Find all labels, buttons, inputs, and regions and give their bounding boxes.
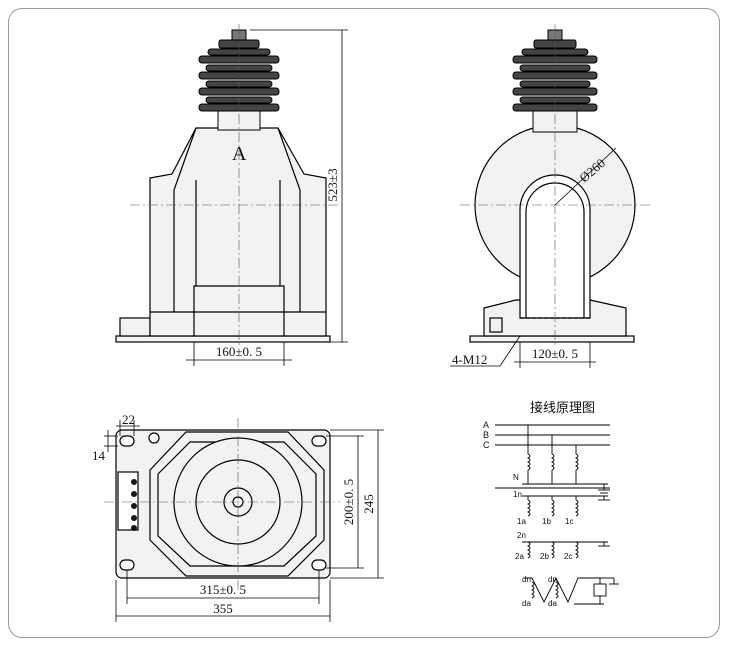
plan-dim-outer-h: 245 bbox=[361, 494, 376, 514]
plan-dim-top: 22 bbox=[122, 412, 135, 427]
wiring-diagram bbox=[495, 424, 619, 605]
plan-dim-left: 14 bbox=[92, 448, 106, 463]
front-base-lug bbox=[119, 317, 151, 337]
winding-1b-label: 1b bbox=[542, 517, 551, 526]
primary-n-label: 1n bbox=[513, 490, 522, 499]
side-u-inner bbox=[525, 182, 585, 318]
plan-dims bbox=[104, 420, 384, 622]
residual-da-1-label: da bbox=[522, 599, 531, 608]
plan-ground-mark bbox=[148, 432, 160, 444]
plan-terminals bbox=[131, 479, 137, 531]
winding-2c-label: 2c bbox=[564, 552, 572, 561]
residual-da-2-label: da bbox=[548, 599, 557, 608]
secondary-n-label: 2n bbox=[517, 531, 526, 540]
plan-dim-inner-h: 200±0. 5 bbox=[341, 479, 356, 525]
front-width-label: 160±0. 5 bbox=[216, 344, 262, 359]
front-height-dim bbox=[250, 29, 348, 343]
side-bolt-label: 4-M12 bbox=[452, 352, 487, 367]
plan-dim-outer-w: 355 bbox=[213, 601, 233, 616]
side-bolt bbox=[489, 317, 503, 333]
wiring-labels: A B C N 1n 1a 1b 1c 2n 2a 2b 2c dn dn da… bbox=[483, 420, 573, 608]
side-view bbox=[460, 24, 650, 348]
plan-dim-inner-w: 315±0. 5 bbox=[200, 582, 246, 597]
side-diameter-leader bbox=[554, 147, 617, 206]
side-bolt-leader bbox=[450, 335, 521, 367]
front-width-dim bbox=[186, 342, 292, 366]
front-body bbox=[149, 127, 327, 337]
plan-view bbox=[104, 418, 340, 590]
front-view bbox=[115, 24, 340, 348]
drawing-frame bbox=[8, 8, 720, 638]
winding-2b-label: 2b bbox=[540, 552, 549, 561]
side-width-label: 120±0. 5 bbox=[532, 346, 578, 361]
front-base-plate bbox=[115, 335, 331, 343]
residual-dn-2-label: dn bbox=[548, 575, 557, 584]
front-view-letter: A bbox=[232, 143, 247, 165]
winding-2a-label: 2a bbox=[515, 552, 524, 561]
phase-c-label: C bbox=[483, 440, 490, 450]
side-base-plate bbox=[469, 335, 635, 343]
winding-1a-label: 1a bbox=[517, 517, 526, 526]
winding-1c-label: 1c bbox=[565, 517, 573, 526]
front-height-label: 523±3 bbox=[325, 168, 340, 201]
phase-b-label: B bbox=[483, 430, 489, 440]
phase-a-label: A bbox=[483, 420, 489, 430]
side-width-dim bbox=[514, 342, 596, 368]
wiring-title: 接线原理图 bbox=[530, 400, 595, 416]
neutral-label: N bbox=[513, 473, 519, 482]
residual-dn-1-label: dn bbox=[522, 575, 531, 584]
